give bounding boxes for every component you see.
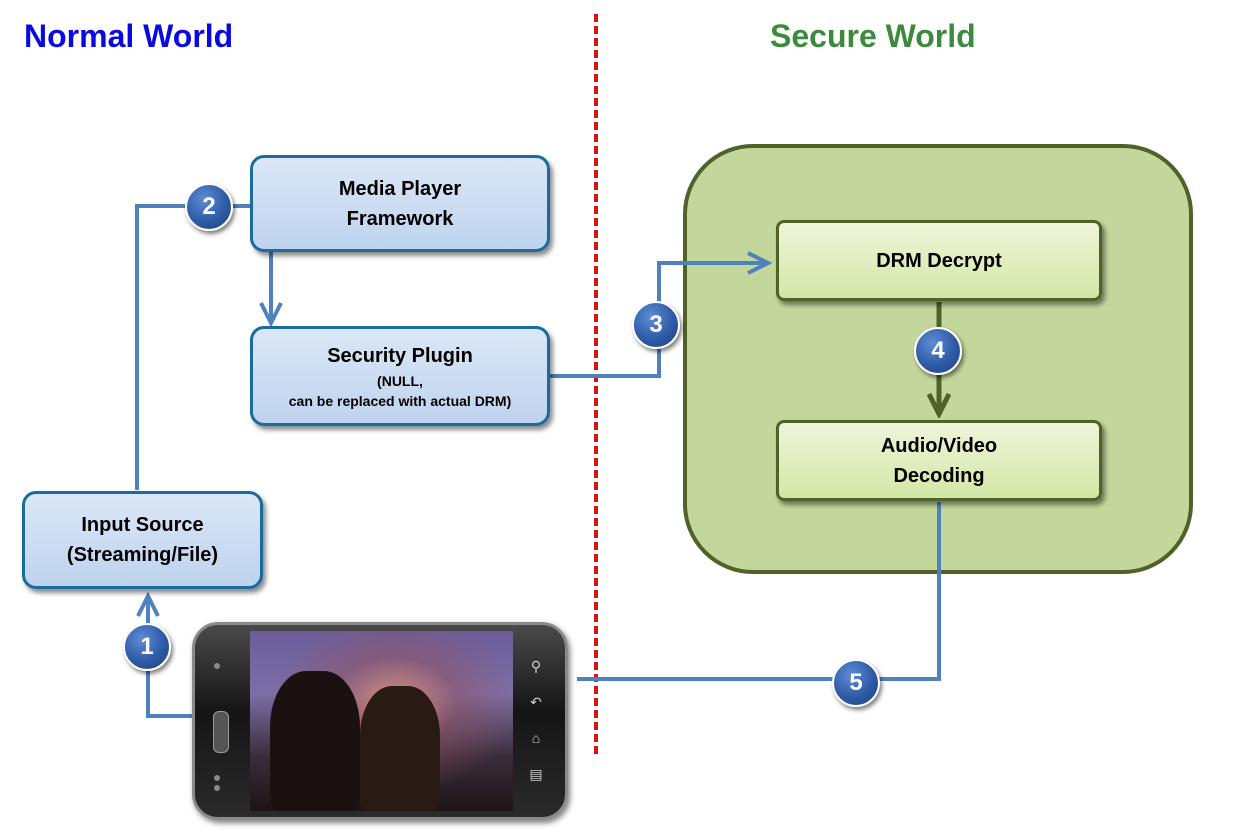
audio-video-label: Audio/Video [880,434,998,457]
decoding-label: Decoding [893,464,985,487]
input-source-box: Input Source (Streaming/File) [22,491,263,589]
phone-side-port [213,711,229,753]
secure-world-title: Secure World [770,18,976,54]
input-source-label: Input Source [81,514,204,536]
world-divider-line [594,14,598,754]
input-source-sublabel: (Streaming/File) [66,544,219,566]
speaker-dot [214,775,220,781]
media-player-sublabel: Framework [346,207,454,230]
security-plugin-box: Security Plugin (NULL, can be replaced w… [250,326,550,426]
video-figure-left [270,671,360,811]
drm-decrypt-label: DRM Decrypt [876,249,1002,272]
step-badge-5: 5 [832,659,880,707]
video-figure-right [360,686,440,811]
security-plugin-note-2: can be replaced with actual DRM) [288,393,512,409]
normal-world-title: Normal World [24,18,234,54]
speaker-dot [214,785,220,791]
security-plugin-label: Security Plugin [327,345,473,367]
search-icon: ⚲ [530,658,542,674]
smartphone-icon: ⚲ ↶ ⌂ ▤ [192,622,568,820]
media-player-framework-box: Media Player Framework [250,155,550,252]
audio-video-decoding-box: Audio/Video Decoding [776,420,1102,501]
step-badge-4: 4 [914,327,962,375]
step-badge-2: 2 [185,183,233,231]
camera-dot [214,663,220,669]
media-player-label: Media Player [338,177,462,200]
step-badge-1: 1 [123,623,171,671]
home-icon: ⌂ [531,730,541,746]
drm-decrypt-box: DRM Decrypt [776,220,1102,301]
video-frame-image [250,631,513,811]
back-icon: ↶ [530,694,542,710]
security-plugin-note-1: (NULL, [377,373,423,389]
step-badge-3: 3 [632,301,680,349]
connector-input-to-media [135,204,250,490]
menu-icon: ▤ [529,766,543,782]
